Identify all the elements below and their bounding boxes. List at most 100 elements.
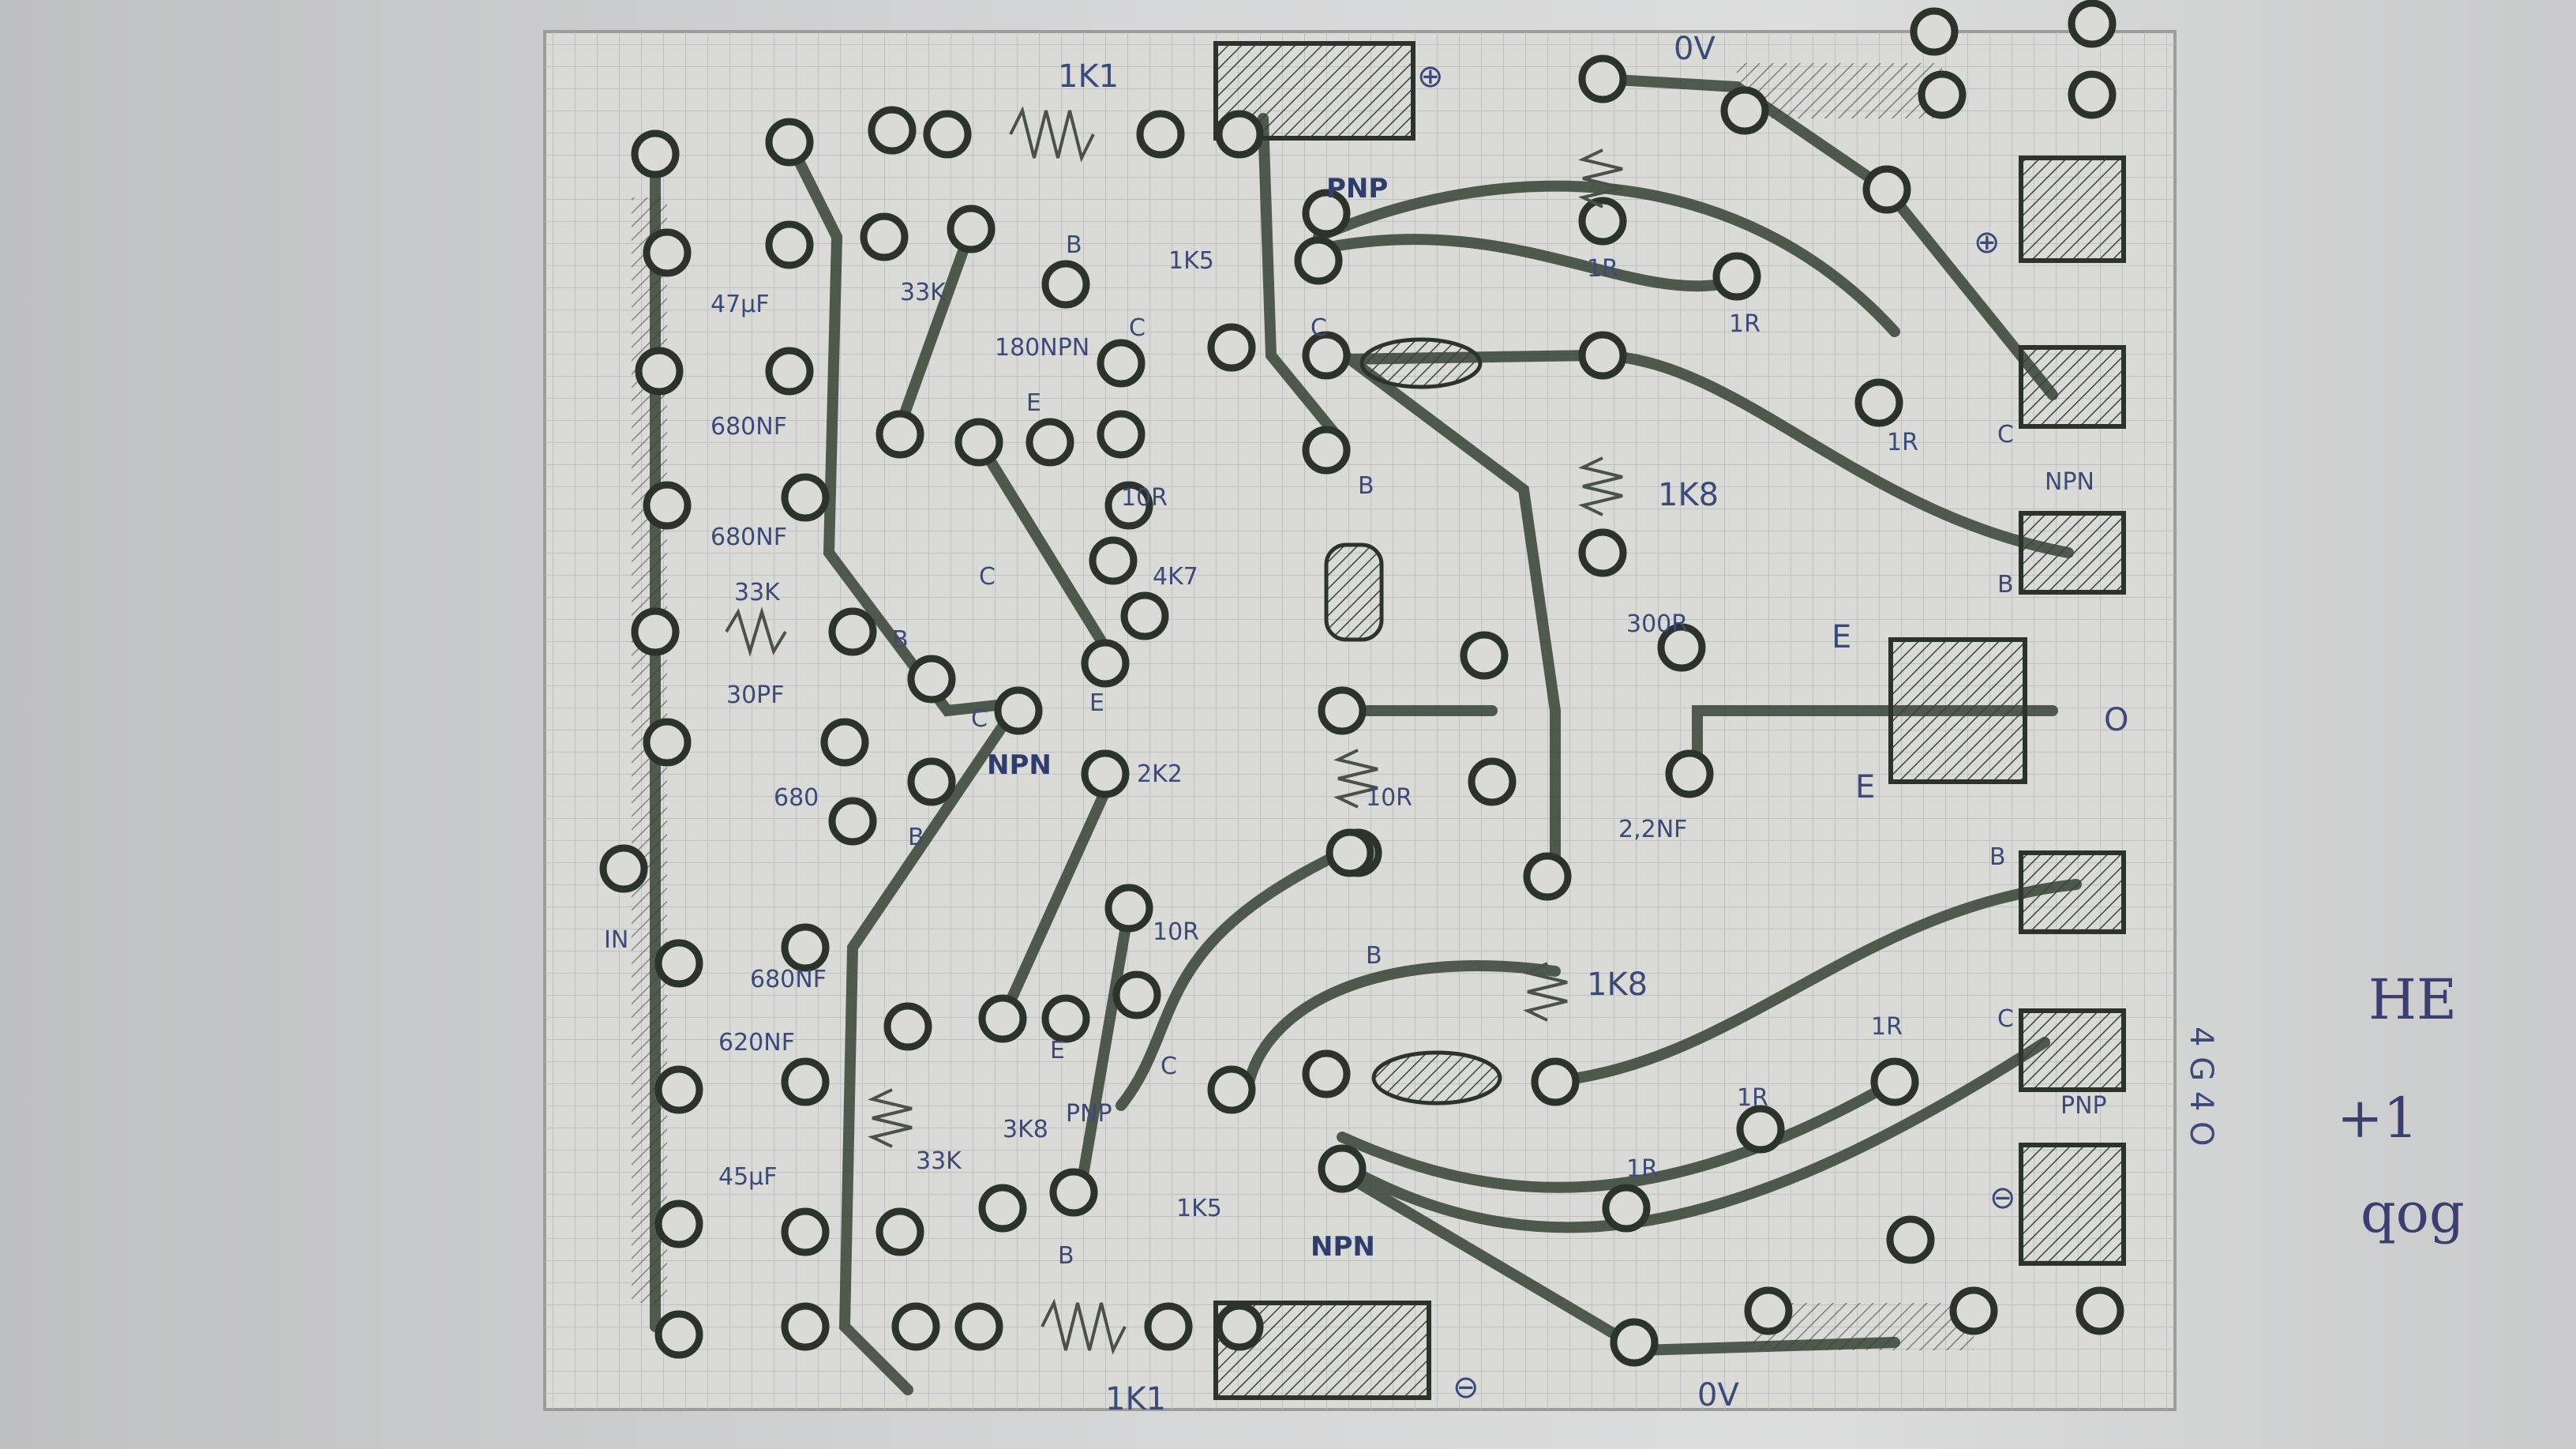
label-1r-e: 1R (1737, 1084, 1768, 1112)
margin-note-plus1: +1 (2337, 1086, 2418, 1151)
label-2-2nf: 2,2NF (1618, 816, 1687, 843)
label-b-3: B (908, 824, 924, 851)
label-0v-bottom: 0V (1697, 1377, 1739, 1413)
trace-mid-low (1076, 903, 1134, 1190)
trace-33k-top (894, 223, 977, 432)
resistor-1k8-top (1578, 456, 1623, 516)
power-transistor-pads (2019, 156, 2126, 1266)
label-e-1: E (1026, 389, 1041, 417)
resistor-1k8-bottom (1523, 962, 1568, 1022)
label-c-4: C (1997, 421, 2014, 449)
diode-pad (1324, 542, 1384, 642)
label-pnp-mid: PNP (1066, 1100, 1112, 1128)
margin-edge-side: 4 G 4 O (2183, 1027, 2219, 1147)
round-pads (599, 0, 2124, 1367)
label-b-4: B (1358, 472, 1374, 500)
trace-bot-curve-b (1329, 1037, 2050, 1233)
label-680: 680 (774, 784, 819, 812)
label-47uf: 47μF (711, 291, 770, 318)
label-680nf-c: 680NF (750, 966, 827, 993)
label-npn-bottom: NPN (1310, 1231, 1375, 1263)
label-1k1-top: 1K1 (1058, 58, 1119, 95)
label-4k7: 4K7 (1153, 563, 1198, 591)
label-c-1: C (1129, 314, 1146, 342)
label-1r-d: 1R (1871, 1013, 1903, 1041)
trace-pnp-top (1258, 113, 1348, 448)
label-pnp-top: PNP (1326, 173, 1388, 205)
trace-npn-base-bot (1542, 879, 2082, 1087)
label-minus-bottom: ⊖ (1453, 1369, 1479, 1406)
resistor-pad-top (1359, 337, 1483, 389)
label-680nf-b: 680NF (711, 524, 787, 551)
label-output: O (2104, 702, 2128, 738)
component-labels: 1K1 1K1 33K 33K 33K 10R 10R 10R 1K8 1K8 … (604, 31, 2128, 1417)
label-1r-a: 1R (1587, 255, 1618, 283)
resistor-10r-center (1333, 749, 1378, 809)
pad-minus-supply (1213, 1301, 1431, 1400)
label-c-7: C (1310, 314, 1327, 342)
pad-tr-pnp-e (2019, 1143, 2126, 1266)
label-pnp-power: PNP (2060, 1092, 2107, 1120)
margin-note-he: HE (2368, 967, 2457, 1032)
label-b-1: B (1066, 231, 1082, 259)
trace-driver (1116, 847, 1348, 1111)
label-1k5-top: 1K5 (1168, 247, 1214, 275)
label-in: IN (604, 926, 628, 954)
label-e-2: E (1089, 689, 1104, 717)
resistor-pad-bottom (1371, 1050, 1502, 1106)
label-npn-driver: NPN (987, 749, 1052, 781)
trace-e-top (973, 437, 1111, 653)
pad-tr-npn-c (2019, 345, 2126, 429)
pad-tr-top (2019, 156, 2126, 263)
label-1k1-bottom: 1K1 (1105, 1381, 1166, 1417)
label-30pf: 30PF (726, 681, 785, 709)
resistor-1k1-top (1009, 106, 1095, 163)
resistor-33k-bottom (868, 1088, 913, 1148)
label-plus-right: ⊕ (1974, 224, 2000, 261)
trace-feedback (1329, 342, 1561, 882)
label-c-6: C (1161, 1053, 1177, 1080)
label-180npn: 180NPN (995, 334, 1089, 362)
resistor-symbols (725, 106, 1623, 1355)
trace-npn-base-top (1337, 349, 2074, 558)
trace-mid-down (997, 768, 1119, 1024)
trace-bot-curve-a (1337, 1076, 1900, 1193)
pad-tr-bot-b (2019, 850, 2126, 934)
label-e-3: E (1050, 1037, 1065, 1064)
pad-tr-npn-b (2019, 511, 2126, 595)
label-c-3: C (971, 705, 988, 733)
resistor-1r-a (1578, 148, 1623, 208)
label-45uf: 45μF (718, 1163, 778, 1191)
margin-notes: HE +1 qog 4 G 4 O (2183, 967, 2465, 1245)
label-plus-top: ⊕ (1417, 58, 1444, 95)
trace-top-curve-a (1297, 234, 1727, 292)
label-33k-left: 33K (734, 579, 781, 606)
label-c-5: C (1997, 1005, 2014, 1033)
label-3k8: 3K8 (1003, 1116, 1048, 1143)
label-1r-b: 1R (1729, 310, 1760, 338)
label-2k2: 2K2 (1137, 760, 1183, 788)
label-1k8-top: 1K8 (1658, 477, 1719, 513)
pad-output (1888, 637, 2027, 784)
label-10r-center: 10R (1366, 784, 1412, 812)
label-b-7: B (1366, 942, 1382, 970)
resistor-33k-left (725, 606, 787, 657)
label-1r-f: 1R (1626, 1155, 1658, 1183)
label-b-2: B (892, 626, 909, 654)
pad-tr-pnp-c (2019, 1008, 2126, 1092)
label-c-2: C (979, 563, 996, 591)
label-1k5-bottom: 1K5 (1176, 1195, 1222, 1222)
label-620nf: 620NF (718, 1029, 795, 1057)
label-minus-right: ⊖ (1989, 1180, 2016, 1216)
label-10r-a: 10R (1121, 484, 1168, 512)
ov-rail-top (1737, 63, 1942, 118)
resistor-1k1-bottom (1041, 1298, 1127, 1355)
label-1r-c: 1R (1887, 429, 1918, 456)
label-300r: 300R (1626, 610, 1688, 638)
label-33k-top: 33K (900, 279, 947, 306)
label-e-power-bottom: E (1855, 769, 1875, 805)
trace-input-a (784, 137, 1024, 717)
label-npn-power: NPN (2045, 468, 2094, 496)
label-1k8-bottom: 1K8 (1587, 967, 1648, 1003)
